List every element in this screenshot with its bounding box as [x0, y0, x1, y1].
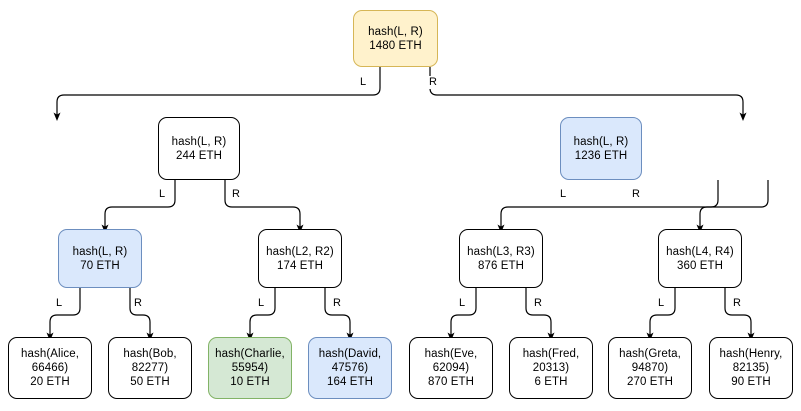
node-root[interactable]: hash(L, R) 1480 ETH [353, 10, 438, 67]
edge-rl-to-fred [525, 288, 555, 341]
node-lr-hash: hash(L2, R2) [266, 245, 334, 258]
node-rr-balance: 360 ETH [676, 259, 724, 272]
leaf-greta[interactable]: hash(Greta, 94870) 270 ETH [608, 337, 692, 399]
node-rl-hash: hash(L3, R3) [467, 245, 535, 258]
leaf-charlie-balance: 10 ETH [230, 376, 270, 388]
leaf-david[interactable]: hash(David, 47576) 164 ETH [308, 337, 392, 399]
edge-label-lr-right: R [331, 297, 343, 310]
edge-ll-to-bob [129, 288, 154, 341]
node-left-subtree-hash: hash(L, R) [171, 135, 227, 148]
leaf-greta-balance: 270 ETH [626, 376, 674, 388]
node-root-hash: hash(L, R) [368, 25, 423, 38]
edge-label-rr-left: L [656, 297, 667, 310]
node-left-subtree[interactable]: hash(L, R) 244 ETH [158, 117, 240, 180]
leaf-eve-hash-1: hash(Eve, [424, 348, 478, 360]
leaf-greta-hash-1: hash(Greta, [619, 348, 681, 360]
edge-label-ll-left: L [54, 297, 65, 310]
leaf-alice[interactable]: hash(Alice, 66466) 20 ETH [8, 337, 92, 399]
node-rl[interactable]: hash(L3, R3) 876 ETH [459, 229, 543, 288]
edge-label-root-right: R [427, 76, 439, 89]
leaf-alice-balance: 20 ETH [30, 376, 70, 388]
edge-label-r-right: R [630, 188, 642, 201]
leaf-bob[interactable]: hash(Bob, 82277) 50 ETH [108, 337, 192, 399]
edge-lr-to-david [324, 288, 354, 341]
edge-label-rr-right: R [731, 297, 743, 310]
leaf-bob-hash-2: 82277) [131, 362, 169, 374]
edge-lr-to-charlie [246, 288, 276, 341]
edge-r-to-rr-real [696, 180, 769, 233]
node-lr[interactable]: hash(L2, R2) 174 ETH [258, 229, 342, 288]
leaf-charlie-hash-1: hash(Charlie, [215, 348, 285, 360]
node-right-subtree-balance: 1236 ETH [574, 149, 628, 162]
leaf-bob-hash-1: hash(Bob, [123, 348, 177, 360]
leaf-henry-hash-1: hash(Henry, [719, 348, 783, 360]
leaf-alice-hash-2: 66466) [31, 362, 69, 374]
leaf-fred-hash-2: 20313) [532, 362, 570, 374]
edge-root-to-right [429, 67, 747, 121]
edge-ll-to-alice [46, 288, 81, 341]
leaf-eve-hash-2: 62094) [432, 362, 470, 374]
leaf-fred-balance: 6 ETH [534, 376, 568, 388]
node-right-subtree[interactable]: hash(L, R) 1236 ETH [560, 117, 642, 180]
leaf-david-balance: 164 ETH [326, 376, 374, 388]
node-lr-balance: 174 ETH [276, 259, 324, 272]
edge-label-r-left: L [558, 188, 569, 201]
node-ll[interactable]: hash(L, R) 70 ETH [58, 229, 142, 288]
leaf-alice-hash-1: hash(Alice, [21, 348, 79, 360]
edge-label-root-left: L [358, 76, 369, 89]
node-root-balance: 1480 ETH [369, 39, 422, 52]
node-rl-balance: 876 ETH [477, 259, 525, 272]
leaf-charlie-hash-2: 55954) [231, 362, 269, 374]
node-left-subtree-balance: 244 ETH [175, 149, 223, 162]
edge-rr-to-henry [724, 288, 755, 341]
edge-label-ll-right: R [132, 297, 144, 310]
leaf-henry-balance: 90 ETH [731, 376, 771, 388]
edge-label-l-right: R [230, 188, 242, 201]
edge-r-to-rl [497, 180, 719, 233]
leaf-henry[interactable]: hash(Henry, 82135) 90 ETH [709, 337, 793, 399]
edge-rl-to-eve [447, 288, 477, 341]
node-rr-hash: hash(L4, R4) [666, 245, 734, 258]
edge-rr-to-greta [646, 288, 676, 341]
edge-root-to-left [53, 67, 381, 121]
node-right-subtree-hash: hash(L, R) [573, 135, 629, 148]
edge-label-lr-left: L [256, 297, 267, 310]
node-rr[interactable]: hash(L4, R4) 360 ETH [658, 229, 742, 288]
leaf-david-hash-1: hash(David, [318, 348, 382, 360]
edge-label-l-left: L [157, 188, 168, 201]
leaf-eve-balance: 870 ETH [427, 376, 475, 388]
edge-label-rl-right: R [532, 297, 544, 310]
leaf-fred[interactable]: hash(Fred, 20313) 6 ETH [509, 337, 593, 399]
leaf-david-hash-2: 47576) [331, 362, 369, 374]
node-ll-hash: hash(L, R) [72, 245, 128, 258]
leaf-greta-hash-2: 94870) [631, 362, 669, 374]
leaf-fred-hash-1: hash(Fred, [522, 348, 580, 360]
leaf-henry-hash-2: 82135) [732, 362, 770, 374]
leaf-eve[interactable]: hash(Eve, 62094) 870 ETH [409, 337, 493, 399]
edge-label-rl-left: L [457, 297, 468, 310]
node-ll-balance: 70 ETH [80, 259, 120, 272]
leaf-charlie[interactable]: hash(Charlie, 55954) 10 ETH [208, 337, 292, 399]
leaf-bob-balance: 50 ETH [130, 376, 170, 388]
